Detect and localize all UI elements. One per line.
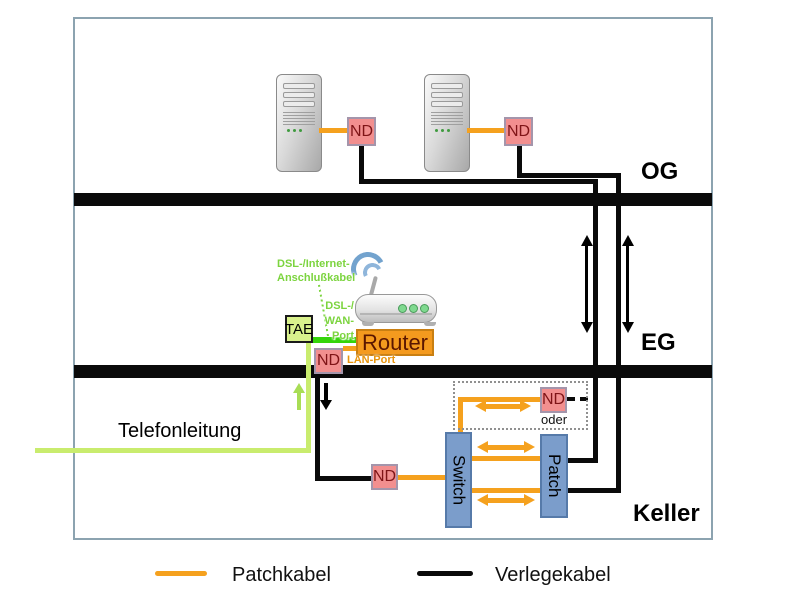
up-down-arrow-icon — [621, 235, 634, 333]
network-socket-oder: ND — [540, 387, 567, 413]
nd-label: ND — [506, 122, 531, 140]
lan-port-label: LAN-Port — [347, 354, 396, 366]
network-socket-keller: ND — [371, 464, 398, 490]
diagram-frame — [73, 17, 713, 540]
tae-label: TAE — [284, 320, 314, 338]
cable-nd2-down — [517, 146, 522, 178]
status-leds — [287, 129, 321, 132]
legend-patch-cable: Patchkabel — [232, 564, 331, 586]
wifi-router-device — [355, 294, 437, 323]
cable-nd2-across — [517, 173, 621, 178]
patch-nd-switch — [398, 475, 446, 480]
down-arrow-icon — [320, 383, 332, 410]
patch-pc1-nd1 — [319, 128, 348, 133]
drive-bay — [283, 92, 315, 98]
dsl-cable — [312, 337, 357, 343]
patch-switch-patch-bottom — [472, 488, 541, 493]
cable-riser2-to-patch — [568, 488, 621, 493]
drive-bay — [431, 101, 463, 107]
patch-pc2-nd2 — [467, 128, 505, 133]
floor-label-keller: Keller — [633, 500, 700, 527]
wan-port-label-line1: DSL-/ — [325, 300, 354, 312]
floor-label-og: OG — [641, 158, 679, 185]
patch-switch-patch-top — [472, 456, 541, 461]
up-arrow-icon — [293, 383, 305, 410]
wan-port-label: DSL-/ WAN- Port — [319, 299, 354, 344]
wan-port-label-line2: WAN- — [324, 315, 354, 327]
nd-label: ND — [349, 122, 374, 140]
phone-line-vertical — [306, 343, 311, 453]
router-seam — [360, 313, 432, 315]
left-right-arrow-icon — [477, 441, 535, 453]
router-foot — [424, 322, 436, 326]
network-socket-og-2: ND — [504, 117, 533, 146]
oder-label: oder — [541, 412, 568, 427]
network-socket-og-1: ND — [347, 117, 376, 146]
drive-bay — [283, 83, 315, 89]
left-right-arrow-icon — [477, 494, 535, 506]
switch-label: Switch — [449, 454, 469, 506]
cable-riser1-to-patch — [568, 458, 598, 463]
cable-routernd-to-kellernd — [315, 476, 373, 481]
router-foot — [362, 322, 374, 326]
network-socket-router: ND — [314, 348, 343, 374]
router-box: Router — [356, 329, 434, 356]
dsl-internet-cable-label-line1: DSL-/Internet- — [277, 258, 350, 270]
patch-oder-vertical — [458, 397, 463, 435]
vent-grille — [283, 112, 315, 127]
floor-label-eg: EG — [641, 329, 676, 356]
router-label: Router — [361, 329, 429, 355]
cable-oder-dashed — [567, 397, 595, 401]
drive-bay — [283, 101, 315, 107]
legend-installed-cable: Verlegekabel — [495, 564, 611, 586]
cable-nd1-across — [359, 179, 598, 184]
switch-box: Switch — [445, 432, 472, 528]
drive-bay — [431, 83, 463, 89]
patch-label: Patch — [545, 454, 564, 498]
dsl-internet-cable-label: DSL-/Internet- Anschlußkabel — [277, 257, 355, 285]
left-right-arrow-icon — [475, 400, 531, 412]
vent-grille — [431, 112, 463, 127]
computer-tower-2 — [424, 74, 470, 172]
patch-panel-box: Patch — [540, 434, 568, 518]
cable-nd1-down — [359, 146, 364, 184]
dsl-internet-cable-label-line2: Anschlußkabel — [277, 272, 356, 284]
phone-line-horizontal — [35, 448, 311, 453]
floor-separator-og-eg — [74, 193, 712, 206]
installed-cable-swatch — [417, 571, 473, 576]
wan-port-label-line3: Port — [332, 330, 354, 342]
nd-label: ND — [541, 391, 566, 408]
patch-nd-router — [343, 346, 357, 351]
phone-line-label: Telefonleitung — [118, 420, 242, 442]
tae-socket: TAE — [285, 315, 313, 343]
patch-cable-swatch — [155, 571, 207, 576]
floor-separator-eg-keller — [74, 365, 712, 378]
cable-routernd-down — [315, 373, 320, 481]
router-leds — [398, 304, 429, 313]
cable-riser-1 — [593, 179, 598, 463]
computer-tower-1 — [276, 74, 322, 172]
drive-bay — [431, 92, 463, 98]
oder-option-box — [453, 381, 588, 430]
patch-oder-horizontal — [458, 397, 541, 402]
nd-label: ND — [316, 352, 341, 369]
cable-riser-2 — [616, 173, 621, 493]
status-leds — [435, 129, 469, 132]
up-down-arrow-icon — [580, 235, 593, 333]
nd-label: ND — [372, 468, 397, 485]
